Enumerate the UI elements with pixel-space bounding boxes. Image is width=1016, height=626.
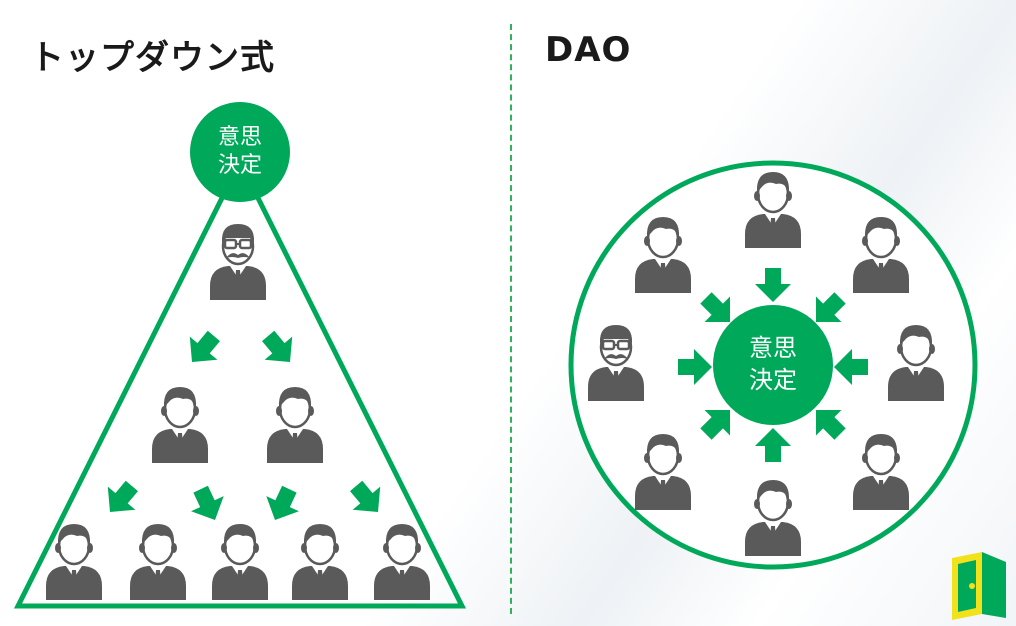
person-icon (210, 522, 270, 602)
top-down-pyramid (13, 156, 467, 609)
person-icon (128, 522, 188, 602)
green-arrow-icon (342, 474, 392, 524)
top-down-decision-line1: 意思 (218, 125, 262, 150)
green-arrow-icon (178, 324, 228, 374)
person-icon (150, 385, 210, 465)
green-arrow-icon (96, 474, 146, 524)
dao-title: DAO (545, 30, 632, 70)
dao-decision-circle: 意思 決定 (713, 305, 833, 425)
person-icon (372, 522, 432, 602)
person-icon (290, 522, 350, 602)
leader-person-icon (208, 222, 268, 302)
brand-logo-icon (952, 552, 1006, 620)
green-arrow-icon (184, 481, 232, 528)
top-down-title: トップダウン式 (30, 38, 275, 78)
green-arrow-icon (254, 324, 304, 374)
dao-decision-line2: 決定 (749, 366, 797, 394)
person-icon (265, 385, 325, 465)
top-down-decision-circle: 意思 決定 (190, 102, 290, 202)
dao-decision-line1: 意思 (749, 334, 797, 362)
dashed-divider (510, 24, 512, 614)
green-arrow-icon (258, 481, 306, 528)
top-down-decision-line2: 決定 (218, 153, 262, 178)
